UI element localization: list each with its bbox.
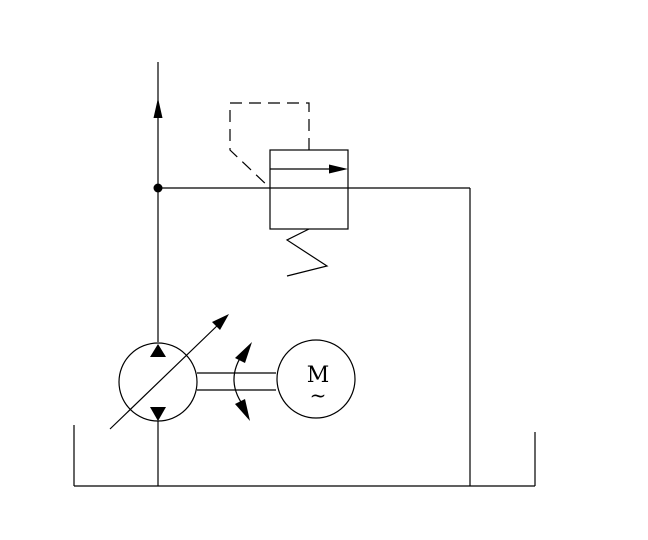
motor-letter: M: [307, 363, 330, 388]
drive-shaft: [197, 342, 276, 421]
pressure-line: [153, 62, 470, 342]
pump-inlet-triangle-icon: [150, 407, 166, 421]
rotation-arrow-top-icon: [235, 342, 252, 363]
electric-motor: M ~: [276, 339, 356, 419]
relief-valve-spring-icon: [285, 228, 329, 277]
motor-circle: [276, 339, 356, 419]
tank: [73, 425, 536, 487]
pump-variable-arrow-head-icon: [212, 314, 229, 330]
relief-valve: [229, 102, 349, 277]
relief-valve-body: [269, 149, 349, 230]
motor-ac-symbol: ~: [310, 383, 327, 407]
variable-pump: [109, 314, 229, 430]
pump-variable-arrow-shaft: [109, 322, 221, 430]
relief-valve-arrow-icon: [329, 164, 348, 174]
flow-arrow-up-icon: [153, 98, 163, 118]
pilot-line-dashed: [229, 102, 310, 189]
pump-outlet-triangle-icon: [150, 344, 166, 357]
rotation-arrow-bottom-icon: [235, 399, 250, 421]
